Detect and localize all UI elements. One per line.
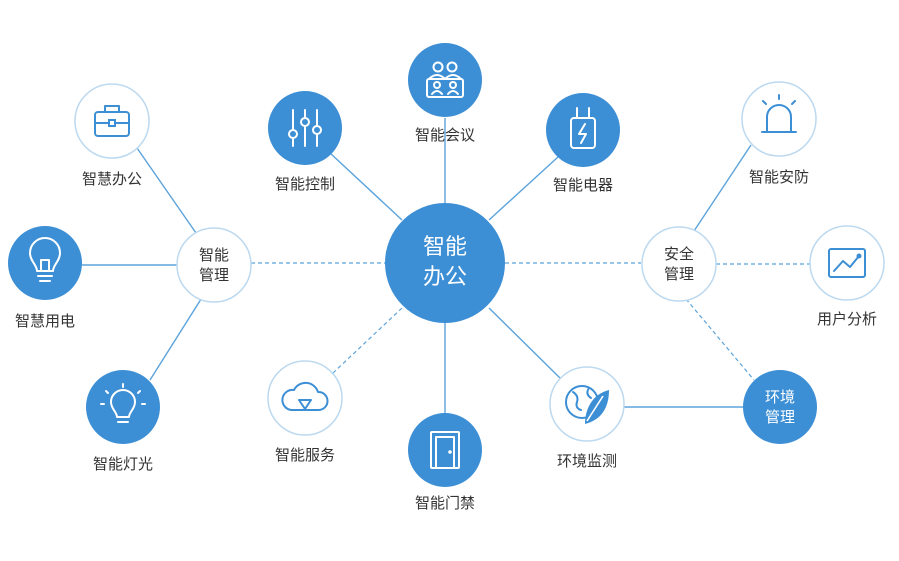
service-label: 智能服务 bbox=[274, 446, 336, 464]
center-hub bbox=[385, 203, 505, 323]
management-hub-line2: 管理 bbox=[198, 266, 230, 284]
security-hub-line2: 管理 bbox=[663, 265, 695, 283]
door-icon bbox=[430, 431, 460, 469]
line-center-envmonitor bbox=[488, 307, 561, 379]
control-label: 智能控制 bbox=[274, 175, 336, 193]
analytics-label: 用户分析 bbox=[816, 310, 878, 328]
center-hub-line1: 智能 bbox=[422, 235, 468, 260]
line-security-environment bbox=[685, 298, 755, 381]
management-hub-label: 智能 管理 bbox=[199, 245, 229, 285]
line-chart-icon bbox=[828, 248, 866, 278]
electricity-node bbox=[8, 226, 82, 300]
line-management-lighting bbox=[149, 295, 204, 381]
analytics-node bbox=[809, 225, 885, 301]
alarm-node bbox=[741, 81, 817, 157]
environment-hub-line1: 环境 bbox=[764, 388, 796, 406]
sliders-icon bbox=[288, 109, 322, 147]
environment-hub bbox=[743, 370, 817, 444]
appliance-node bbox=[546, 93, 620, 167]
line-center-appliance bbox=[488, 156, 559, 221]
line-management-office bbox=[136, 147, 197, 234]
env-monitor-label: 环境监测 bbox=[556, 452, 618, 470]
management-hub bbox=[176, 227, 252, 303]
line-center-control bbox=[329, 152, 403, 221]
door-label: 智能门禁 bbox=[414, 494, 476, 512]
globe-leaf-icon bbox=[565, 385, 609, 424]
security-hub-label: 安全 管理 bbox=[664, 244, 694, 284]
environment-hub-label: 环境 管理 bbox=[765, 387, 795, 427]
electricity-label: 智慧用电 bbox=[14, 312, 76, 330]
security-hub bbox=[641, 226, 717, 302]
service-node bbox=[267, 360, 343, 436]
glowing-bulb-icon bbox=[100, 383, 146, 423]
line-center-service bbox=[332, 307, 403, 374]
briefcase-icon bbox=[94, 105, 130, 137]
security-hub-line1: 安全 bbox=[663, 245, 695, 263]
meeting-people-icon bbox=[426, 61, 464, 98]
center-hub-label: 智能 办公 bbox=[423, 233, 467, 293]
center-hub-line2: 办公 bbox=[422, 265, 468, 290]
line-security-alarm bbox=[693, 144, 752, 232]
lighting-label: 智能灯光 bbox=[92, 455, 154, 473]
management-hub-line1: 智能 bbox=[198, 246, 230, 264]
environment-hub-line2: 管理 bbox=[764, 408, 796, 426]
env-monitor-node bbox=[549, 366, 625, 442]
door-node bbox=[408, 413, 482, 487]
light-bulb-icon bbox=[29, 237, 61, 282]
power-plug-icon bbox=[570, 107, 596, 149]
connector-lines bbox=[82, 118, 811, 415]
lighting-node bbox=[86, 370, 160, 444]
smart-office-label: 智慧办公 bbox=[81, 170, 143, 188]
alarm-label: 智能安防 bbox=[748, 168, 810, 186]
meeting-label: 智能会议 bbox=[414, 126, 476, 144]
cloud-download-icon bbox=[281, 381, 329, 411]
appliance-label: 智能电器 bbox=[552, 176, 614, 194]
alarm-light-icon bbox=[761, 94, 797, 133]
